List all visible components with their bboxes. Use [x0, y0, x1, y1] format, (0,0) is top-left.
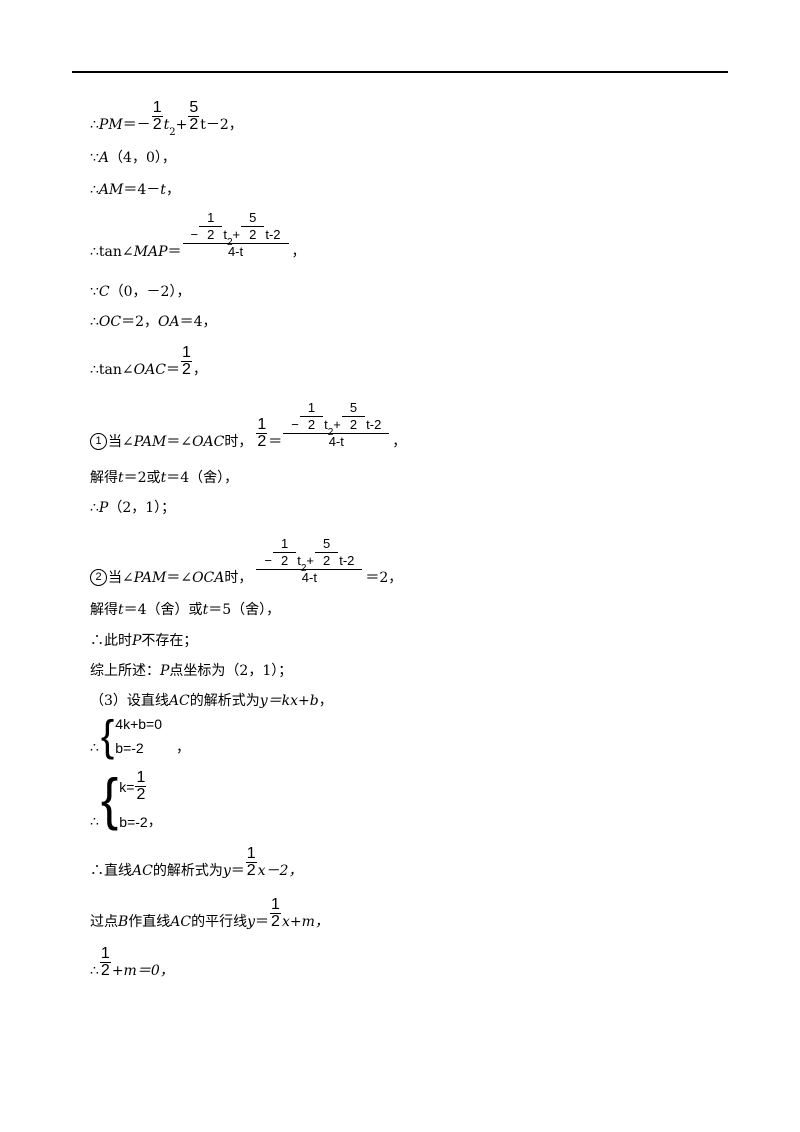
- line-p-point: ∴ P （2，1）；: [90, 500, 176, 516]
- fraction-tan-map: − 12 t2 + 52 t-2 4-t: [182, 210, 289, 260]
- fraction-five-halves: 5 2: [188, 99, 200, 133]
- therefore-symbol: ∴: [90, 117, 99, 133]
- line-c: ∵ C （0，－2），: [90, 284, 191, 300]
- equation-system-1: { 4k+b=0 b=-2: [100, 711, 162, 761]
- line-tan-map: ∴tan∠ MAP ＝ − 12 t2 + 52 t-2 4-t ，: [90, 210, 306, 260]
- circled-number-1: 1: [90, 433, 107, 450]
- line-system-1: ∴ { 4k+b=0 b=-2 ，: [90, 711, 190, 761]
- line-solve-2: 解得 t ＝4（舍）或 t ＝5（舍），: [90, 602, 281, 618]
- line-p-not-exist: ∴此时 P 不存在；: [90, 633, 198, 649]
- circled-number-2: 2: [90, 569, 107, 586]
- line-part-3: （3）设直线 AC 的解析式为 y＝kx+b ，: [90, 693, 333, 709]
- line-oc-oa: ∴ OC ＝2， OA ＝4，: [90, 314, 217, 330]
- line-solve-1: 解得 t ＝2或 t ＝4（舍），: [90, 470, 239, 486]
- line-a: ∵ A （4，0），: [90, 150, 176, 166]
- fraction-case-1: − 12 t2 + 52 t-2 4-t: [283, 400, 390, 450]
- line-am: ∴ AM ＝4－ t ，: [90, 182, 180, 198]
- equals-minus: ＝－: [122, 117, 151, 133]
- fraction-half: 1 2: [151, 99, 163, 133]
- header-rule: [72, 71, 728, 73]
- fraction-case-2: − 12 t2 + 52 t-2 4-t: [256, 536, 363, 586]
- var-pm: PM: [98, 117, 123, 133]
- line-summary: 综上所述： P 点坐标为（2，1）；: [90, 663, 293, 679]
- line-case-2: 2 当∠ PAM ＝∠ OCA 时， − 12 t2 + 52 t-2 4-t …: [90, 536, 402, 586]
- line-tan-oac: ∴tan∠ OAC ＝ 1 2 ，: [90, 344, 207, 379]
- line-case-1: 1 当∠ PAM ＝∠ OAC 时， 1 2 ＝ − 12 t2 + 52 t-…: [90, 400, 406, 450]
